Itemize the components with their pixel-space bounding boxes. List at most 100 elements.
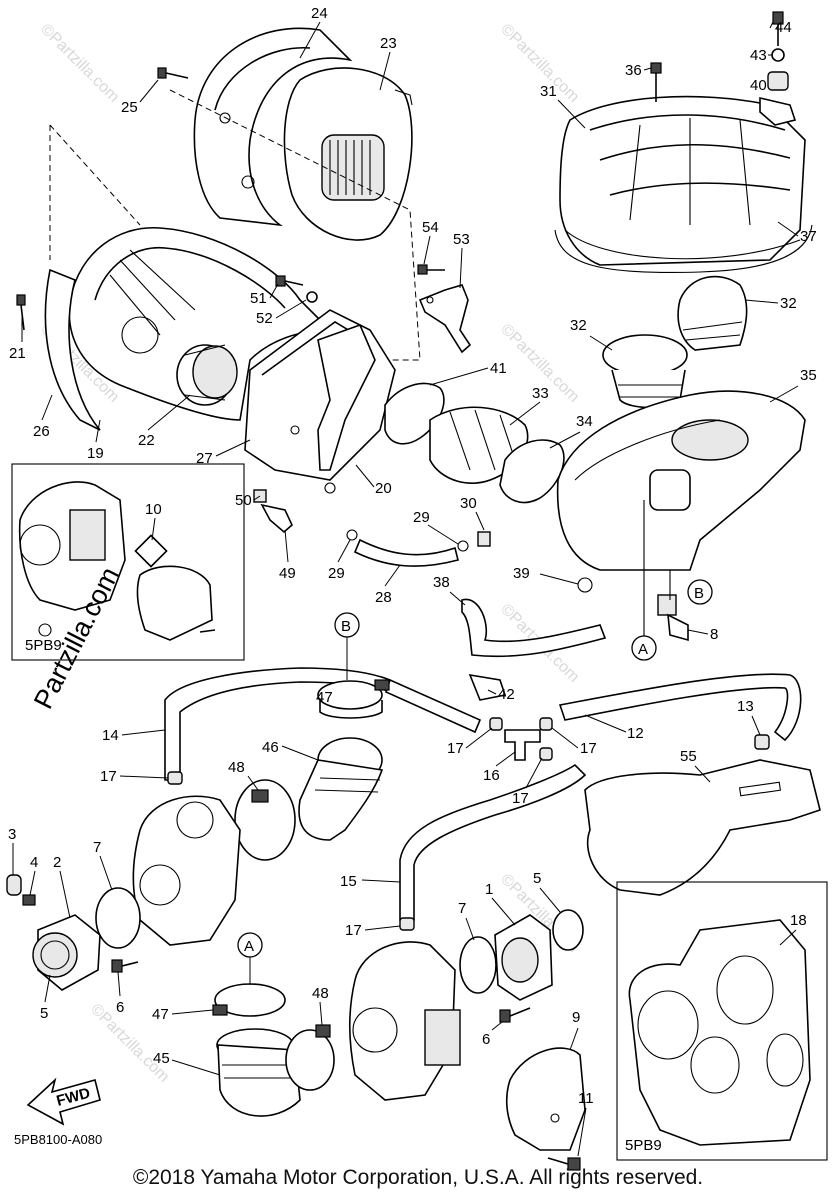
clip-17[interactable] <box>167 771 183 785</box>
callout-45: 45 <box>153 1050 170 1067</box>
air-cleaner-case-19[interactable] <box>44 227 332 431</box>
callout-36: 36 <box>625 62 642 79</box>
carburetor-inset-left[interactable] <box>18 481 126 611</box>
hose-38[interactable] <box>461 598 607 658</box>
clamp-4[interactable] <box>22 894 36 906</box>
callout-44: 44 <box>775 19 792 36</box>
screw-25[interactable] <box>157 67 189 79</box>
clip-17[interactable] <box>539 717 553 731</box>
screw-36[interactable] <box>650 62 662 102</box>
callout-53: 53 <box>453 231 470 248</box>
stay-49[interactable] <box>260 503 293 534</box>
air-filter-element-23[interactable] <box>283 67 413 241</box>
washer-52[interactable] <box>306 291 318 303</box>
inset-marker <box>38 623 52 637</box>
bracket-53[interactable] <box>418 284 472 354</box>
callout-24: 24 <box>311 5 328 22</box>
air-cleaner-cover-24[interactable] <box>193 27 353 227</box>
callout-39: 39 <box>513 565 530 582</box>
collar-43[interactable] <box>771 48 785 62</box>
carburetor-left[interactable] <box>132 795 241 946</box>
inset-box-left <box>11 463 245 661</box>
joint-2[interactable] <box>32 914 101 991</box>
o-ring-5-right[interactable] <box>552 909 584 951</box>
callout-10: 10 <box>145 501 162 518</box>
clamp-7-right[interactable] <box>459 936 497 994</box>
clip-17[interactable] <box>489 717 503 731</box>
clip-29[interactable] <box>457 540 469 552</box>
clamp-48-upper[interactable] <box>234 779 296 861</box>
copyright-notice: ©2018 Yamaha Motor Corporation, U.S.A. A… <box>132 1166 704 1189</box>
svg-text:B: B <box>694 585 704 602</box>
clamp-47-upper[interactable] <box>317 679 390 719</box>
screw-21[interactable] <box>16 294 26 331</box>
callout-54: 54 <box>422 219 439 236</box>
callout-31: 31 <box>540 83 557 100</box>
cover-9[interactable] <box>505 1047 586 1151</box>
svg-text:A: A <box>638 641 648 658</box>
joint-1[interactable] <box>494 914 553 1001</box>
hose-8[interactable] <box>657 594 689 642</box>
cover-inset-left[interactable] <box>136 565 216 641</box>
cover-10[interactable] <box>134 534 168 568</box>
guide-lines-right <box>643 500 671 640</box>
screw-11[interactable] <box>547 1157 581 1171</box>
assembly-guide-lines <box>49 89 421 361</box>
clamp-13[interactable] <box>754 734 770 750</box>
callout-43: 43 <box>750 47 767 64</box>
callout-15: 15 <box>340 873 357 890</box>
clamp-47-lower[interactable] <box>212 983 286 1017</box>
damper-40[interactable] <box>759 71 797 126</box>
joint-32-right[interactable] <box>677 275 748 351</box>
clip-17[interactable] <box>539 747 553 761</box>
hose-28[interactable] <box>353 538 459 567</box>
clamp-42[interactable] <box>468 673 507 701</box>
callout-28: 28 <box>375 589 392 606</box>
plate-20[interactable] <box>317 323 376 494</box>
ref-a-lower: A <box>237 932 263 958</box>
callout-8: 8 <box>710 626 718 643</box>
hose-15[interactable] <box>399 763 587 921</box>
callout-27: 27 <box>196 450 213 467</box>
bolt-51[interactable] <box>275 275 304 287</box>
clamp-39[interactable] <box>577 577 593 593</box>
callout-17: 17 <box>580 740 597 757</box>
joint-16[interactable] <box>504 729 541 761</box>
cap-3[interactable] <box>6 874 22 896</box>
hose-12[interactable] <box>558 673 802 742</box>
gasket-18[interactable] <box>628 919 811 1146</box>
screw-6-left[interactable] <box>111 959 139 973</box>
joint-32-left[interactable] <box>602 334 688 409</box>
clip-17[interactable] <box>399 917 415 931</box>
callout-35: 35 <box>800 367 817 384</box>
carburetor-right[interactable] <box>348 941 461 1101</box>
clamp-41[interactable] <box>384 382 445 445</box>
clip-29[interactable] <box>346 529 358 541</box>
screw-6-right[interactable] <box>499 1007 531 1023</box>
callout-17: 17 <box>100 768 117 785</box>
callout-18: 18 <box>790 912 807 929</box>
gasket-37[interactable] <box>554 224 813 274</box>
bolt-54[interactable] <box>417 264 445 275</box>
inset-label-right: 5PB9 <box>625 1137 662 1154</box>
plug-30[interactable] <box>477 531 491 547</box>
air-cleaner-cover-31[interactable] <box>559 95 806 266</box>
callout-7: 7 <box>93 839 101 856</box>
callout-19: 19 <box>87 445 104 462</box>
pipe-14-end[interactable] <box>385 678 482 734</box>
o-ring-5-left[interactable] <box>40 940 70 970</box>
callout-22: 22 <box>138 432 155 449</box>
air-cleaner-case-35[interactable] <box>556 390 806 571</box>
callout-29: 29 <box>413 509 430 526</box>
inset-label-left: 5PB9 <box>25 637 62 654</box>
joint-46[interactable] <box>298 737 384 841</box>
callout-47: 47 <box>152 1006 169 1023</box>
joint-45[interactable] <box>216 1028 301 1117</box>
joint-22[interactable] <box>176 344 238 406</box>
plate-55[interactable] <box>584 759 821 896</box>
callout-38: 38 <box>433 574 450 591</box>
clamp-7-left[interactable] <box>95 887 141 949</box>
callout-40: 40 <box>750 77 767 94</box>
bolt-44[interactable] <box>772 11 784 46</box>
clamp-48-lower[interactable] <box>285 1024 335 1091</box>
